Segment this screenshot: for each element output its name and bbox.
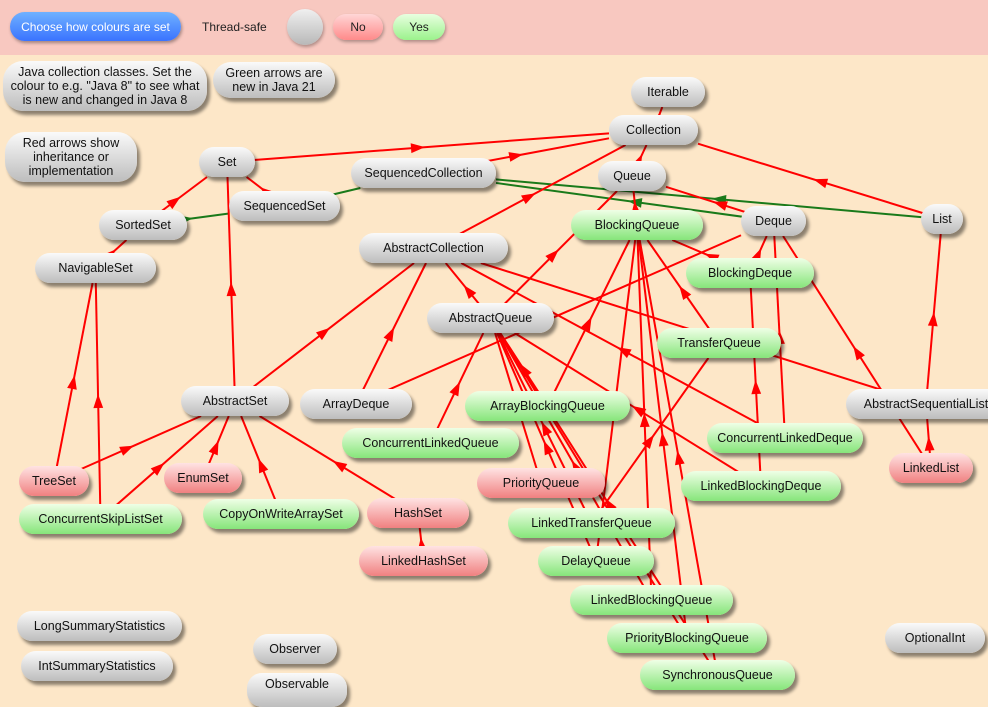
arrowhead-priority_blocking_queue-to-blocking_queue	[658, 432, 669, 447]
legend-unknown-swatch	[287, 9, 323, 45]
arrowhead-concurrent_linked_deque-to-abstract_collection	[616, 347, 632, 359]
node-navigable-set[interactable]: NavigableSet	[35, 253, 156, 283]
node-concurrent-skip-list-set[interactable]: ConcurrentSkipListSet	[19, 504, 182, 534]
node-enum-set[interactable]: EnumSet	[164, 463, 242, 493]
node-concurrent-linked-deque[interactable]: ConcurrentLinkedDeque	[707, 423, 863, 453]
node-abstract-set[interactable]: AbstractSet	[181, 386, 289, 416]
arrowhead-linked_transfer_queue-to-abstract_queue	[541, 421, 553, 437]
node-int-summary-statistics[interactable]: IntSummaryStatistics	[21, 651, 173, 681]
node-linked-blocking-deque[interactable]: LinkedBlockingDeque	[681, 471, 841, 501]
node-blocking-deque[interactable]: BlockingDeque	[686, 258, 814, 288]
arrowhead-linked_list-to-abstract_sequential_list	[924, 436, 935, 451]
arrowhead-linked_blocking_queue-to-blocking_queue	[639, 413, 650, 428]
arrowhead-abstract_queue-to-queue	[545, 249, 559, 263]
arrowhead-array_blocking_queue-to-blocking_queue	[581, 316, 592, 332]
node-copy-on-write-array-set[interactable]: CopyOnWriteArraySet	[203, 499, 359, 529]
node-long-summary-statistics[interactable]: LongSummaryStatistics	[17, 611, 182, 641]
node-array-blocking-queue[interactable]: ArrayBlockingQueue	[465, 391, 630, 421]
arrowhead-abstract_collection-to-collection	[521, 193, 536, 205]
node-abstract-sequential-list[interactable]: AbstractSequentialList	[846, 389, 988, 419]
arrowhead-concurrent_skip_list_set-to-abstract_set	[150, 462, 165, 476]
arrowhead-tree_set-to-abstract_set	[119, 445, 134, 456]
arrowhead-sorted_set-to-set	[166, 196, 181, 210]
arrowhead-concurrent_skip_list_set-to-navigable_set	[93, 394, 104, 409]
node-sequenced-collection[interactable]: SequencedCollection	[351, 158, 496, 188]
node-set[interactable]: Set	[199, 147, 255, 177]
node-array-deque[interactable]: ArrayDeque	[300, 389, 412, 419]
intro-note: Java collection classes. Set the colour …	[3, 61, 207, 111]
arrowhead-enum_set-to-abstract_set	[208, 440, 219, 456]
arrowhead-array_deque-to-abstract_collection	[383, 327, 395, 342]
node-abstract-queue[interactable]: AbstractQueue	[427, 303, 554, 333]
inheritance-edges	[53, 106, 943, 676]
legend-yes-swatch: Yes	[393, 14, 445, 40]
arrowhead-abstract_queue-to-abstract_collection	[463, 285, 477, 300]
node-synchronous-queue[interactable]: SynchronousQueue	[640, 660, 795, 690]
arrowhead-transfer_queue-to-blocking_queue	[679, 285, 692, 301]
node-observer[interactable]: Observer	[253, 634, 337, 664]
node-hash-set[interactable]: HashSet	[367, 498, 469, 528]
arrowhead-list-to-collection	[813, 178, 829, 189]
node-queue[interactable]: Queue	[598, 161, 666, 191]
choose-colours-button[interactable]: Choose how colours are set	[10, 12, 181, 41]
node-tree-set[interactable]: TreeSet	[19, 466, 89, 496]
node-linked-transfer-queue[interactable]: LinkedTransferQueue	[508, 508, 675, 538]
arrowhead-synchronous_queue-to-blocking_queue	[675, 450, 685, 466]
node-sorted-set[interactable]: SortedSet	[99, 210, 187, 240]
node-priority-blocking-queue[interactable]: PriorityBlockingQueue	[607, 623, 767, 653]
node-observable[interactable]: Observable	[247, 673, 347, 707]
node-transfer-queue[interactable]: TransferQueue	[657, 328, 781, 358]
arrowhead-linked_list-to-deque	[853, 346, 865, 361]
legend-no-swatch: No	[333, 14, 383, 40]
node-deque[interactable]: Deque	[741, 206, 806, 236]
arrowhead-linked_transfer_queue-to-transfer_queue	[641, 434, 654, 450]
arrowhead-abstract_sequential_list-to-list	[927, 312, 938, 327]
node-linked-hash-set[interactable]: LinkedHashSet	[359, 546, 488, 576]
arrowhead-hash_set-to-abstract_set	[332, 460, 348, 473]
node-linked-blocking-queue[interactable]: LinkedBlockingQueue	[570, 585, 733, 615]
node-list[interactable]: List	[921, 204, 963, 234]
node-delay-queue[interactable]: DelayQueue	[538, 546, 654, 576]
node-priority-queue[interactable]: PriorityQueue	[477, 468, 605, 498]
arrowhead-abstract_set-to-set	[226, 282, 237, 297]
node-sequenced-set[interactable]: SequencedSet	[229, 191, 340, 221]
arrowhead-linked_blocking_deque-to-blocking_deque	[751, 380, 762, 395]
node-linked-list[interactable]: LinkedList	[889, 453, 973, 483]
node-abstract-collection[interactable]: AbstractCollection	[359, 233, 508, 263]
red-arrows-note: Red arrows show inheritance or implement…	[5, 132, 137, 182]
legend-label: Thread-safe	[202, 20, 267, 34]
arrowhead-sequenced_collection-to-collection	[508, 152, 524, 162]
collections-diagram: Java collection classes. Set the colour …	[0, 55, 988, 707]
toolbar: Choose how colours are set Thread-safe N…	[0, 0, 988, 55]
arrowhead-deque-to-queue	[713, 201, 728, 211]
arrowhead-tree_set-to-navigable_set	[67, 375, 77, 390]
node-blocking-queue[interactable]: BlockingQueue	[571, 210, 703, 240]
node-iterable[interactable]: Iterable	[631, 77, 705, 107]
node-optional-int[interactable]: OptionalInt	[885, 623, 985, 653]
node-concurrent-linked-queue[interactable]: ConcurrentLinkedQueue	[342, 428, 519, 458]
arrowhead-concurrent_linked_queue-to-abstract_queue	[449, 381, 460, 397]
arrowhead-linked_blocking_deque-to-abstract_queue	[631, 405, 647, 418]
arrowhead-delay_queue-to-abstract_queue	[543, 440, 554, 456]
arrowhead-set-to-collection	[410, 143, 425, 154]
node-collection[interactable]: Collection	[609, 115, 698, 145]
arrowhead-copy_on_write_array_set-to-abstract_set	[258, 458, 269, 474]
green-arrows-note: Green arrows are new in Java 21	[213, 62, 335, 98]
arrowhead-abstract_set-to-abstract_collection	[315, 327, 331, 341]
